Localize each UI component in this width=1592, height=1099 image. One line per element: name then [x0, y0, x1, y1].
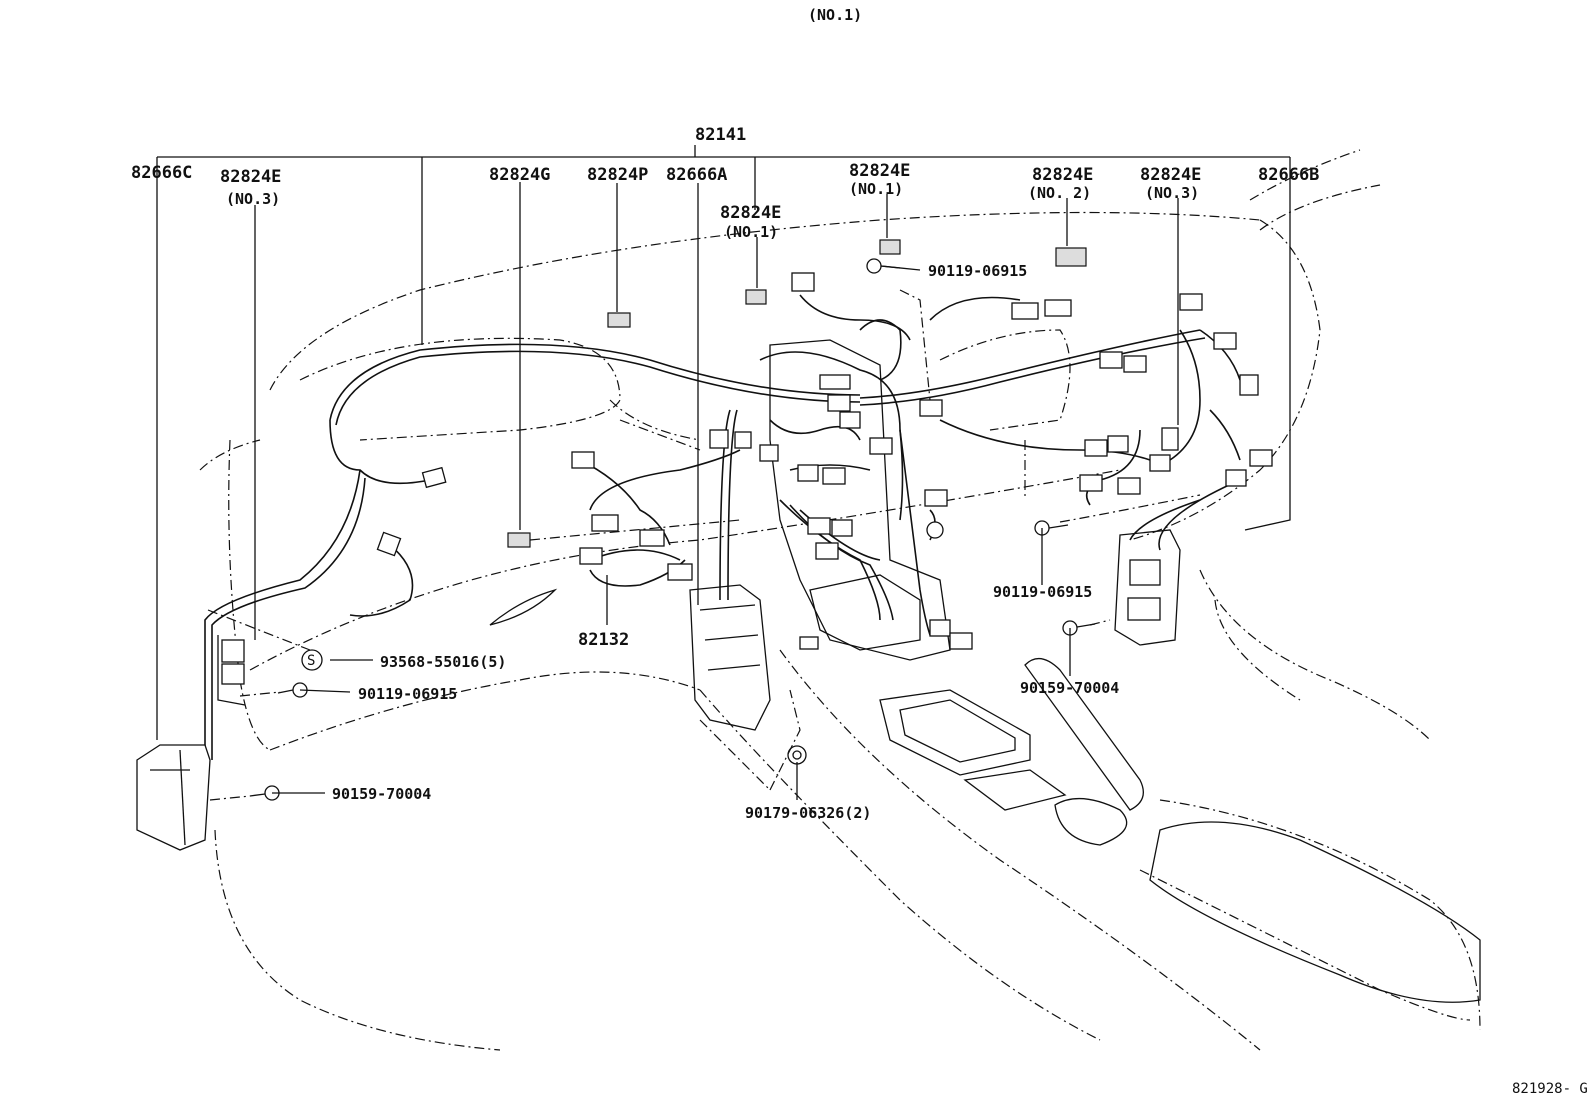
connectors: [376, 239, 1273, 650]
instrument-panel-outline: [199, 149, 1481, 1051]
left-bracket-block: [689, 584, 771, 731]
label-82824E-top-sub: (NO.1): [849, 180, 903, 198]
label-82824E-no2-sub: (NO. 2): [1028, 184, 1091, 202]
label-bolt-90119-top: 90119-06915: [928, 262, 1027, 280]
label-82824E-mid: 82824E: [720, 203, 781, 223]
harness-bracket: [156, 145, 1291, 740]
label-82824G: 82824G: [489, 165, 550, 185]
center-console: [879, 658, 1481, 1003]
ecu-82666C: [136, 744, 211, 851]
bolt-90119-right: [1034, 520, 1069, 536]
label-82824E-mid-sub: (NO.1): [724, 223, 778, 241]
label-82824E-left: 82824E: [220, 167, 281, 187]
bolt-90159-right: [1062, 620, 1096, 636]
label-82666A: 82666A: [666, 165, 727, 185]
center-junction-block: [769, 339, 951, 661]
label-82666C: 82666C: [131, 163, 192, 183]
clip-s-symbol-label: S: [307, 653, 315, 669]
label-82824P: 82824P: [587, 165, 648, 185]
label-bolt-90119-left: 90119-06915: [358, 685, 457, 703]
label-bolt-90119-right: 90119-06915: [993, 583, 1092, 601]
label-82132: 82132: [578, 630, 629, 650]
label-bolt-90159-right: 90159-70004: [1020, 679, 1119, 697]
ecu-82666B: [1114, 529, 1181, 646]
label-82824E-no2: 82824E: [1032, 165, 1093, 185]
clip-s-symbol: [301, 649, 323, 671]
part-labels: 82141 82666C 82824E (NO.3) 82824G 82824P…: [131, 125, 1319, 822]
label-82824E-top: 82824E: [849, 161, 910, 181]
figure-code: 821928- G: [1512, 1081, 1588, 1097]
label-clip-93568: 93568-55016(5): [380, 653, 506, 671]
leader-lines: [207, 182, 1201, 801]
wire-harness: [204, 294, 1241, 760]
label-nut-90179: 90179-06326(2): [745, 804, 871, 822]
label-82824E-right: 82824E: [1140, 165, 1201, 185]
label-82824E-right-sub: (NO.3): [1145, 184, 1199, 202]
left-relay: [217, 635, 246, 706]
page-title: (NO.1): [808, 6, 862, 24]
label-82141: 82141: [695, 125, 746, 145]
label-82824E-left-sub: (NO.3): [226, 190, 280, 208]
label-82666B: 82666B: [1258, 165, 1319, 185]
nut-90179: [787, 745, 807, 765]
label-bolt-90159-left: 90159-70004: [332, 785, 431, 803]
